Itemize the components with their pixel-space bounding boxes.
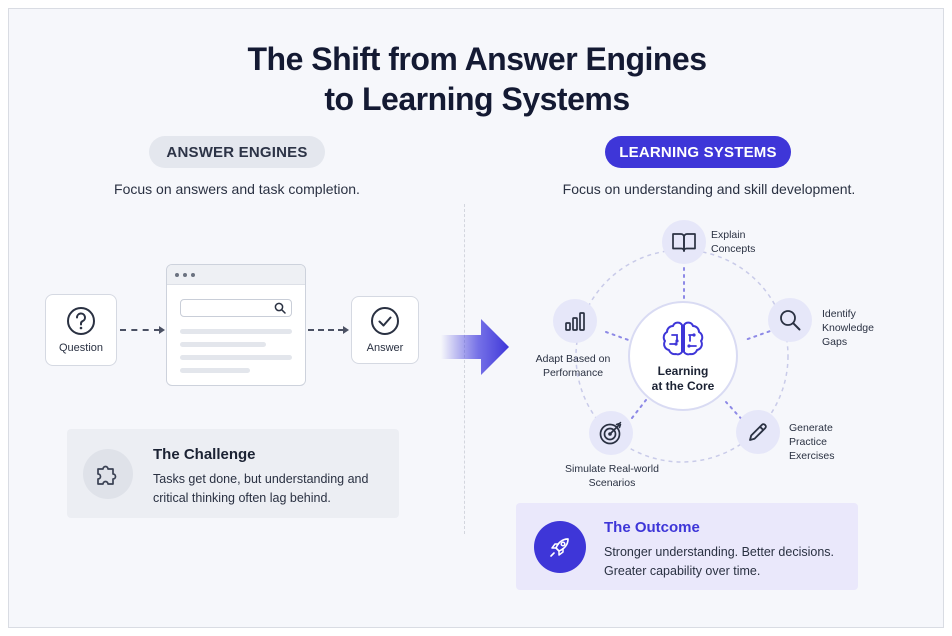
rocket-icon <box>550 538 569 557</box>
label-line: Performance <box>542 367 604 379</box>
browser-window <box>166 264 306 386</box>
core-label-line-2: at the Core <box>651 378 715 393</box>
brain-icon <box>662 321 704 355</box>
label-line: Scenarios <box>588 477 636 489</box>
answer-node: Answer <box>351 296 419 364</box>
question-to-browser-arrow <box>120 329 160 331</box>
puzzle-icon <box>97 465 117 485</box>
learning-systems-pill: LEARNING SYSTEMS <box>605 136 791 168</box>
outcome-text: Stronger understanding. Better decisions… <box>604 545 834 578</box>
title-line-1: The Shift from Answer Engines <box>247 41 707 77</box>
adapt-performance-label: Adapt Based on Performance <box>519 352 627 380</box>
label-line: Simulate Real-world <box>565 463 659 475</box>
page-title: The Shift from Answer Engines to Learnin… <box>9 39 943 119</box>
label-line: Gaps <box>822 336 848 348</box>
identify-gaps-label: Identify Knowledge Gaps <box>822 307 874 349</box>
window-dot <box>191 272 195 277</box>
simulate-scenarios-node <box>589 411 633 455</box>
outcome-heading: The Outcome <box>604 519 700 536</box>
question-icon <box>67 307 95 335</box>
outcome-icon-circle <box>534 521 586 573</box>
learning-systems-subtitle: Focus on understanding and skill develop… <box>562 181 856 197</box>
result-line <box>180 368 250 373</box>
label-line: Concepts <box>711 243 756 255</box>
result-line <box>180 355 292 360</box>
question-label: Question <box>58 342 104 354</box>
title-line-2: to Learning Systems <box>324 81 630 117</box>
label-line: Explain <box>711 229 746 241</box>
core-label-line-1: Learning <box>657 363 709 378</box>
explain-concepts-label: Explain Concepts <box>711 228 755 256</box>
window-dot <box>183 272 187 277</box>
bar-chart-icon <box>565 312 585 331</box>
pencil-icon <box>749 423 767 441</box>
challenge-icon-circle <box>83 449 133 499</box>
label-line: Knowledge <box>822 322 874 334</box>
generate-exercises-node <box>736 410 780 454</box>
answer-engines-subtitle: Focus on answers and task completion. <box>114 181 360 197</box>
magnifier-icon <box>780 310 801 331</box>
answer-engines-pill: ANSWER ENGINES <box>149 136 325 168</box>
identify-gaps-node <box>768 298 812 342</box>
result-line <box>180 329 292 334</box>
learning-core-node: Learning at the Core <box>628 301 738 411</box>
answer-label: Answer <box>366 342 404 354</box>
browser-to-answer-arrow <box>308 329 344 331</box>
column-divider <box>464 204 465 534</box>
adapt-performance-node <box>553 299 597 343</box>
browser-search-box <box>180 299 292 317</box>
book-icon <box>672 233 696 252</box>
label-line: Exercises <box>789 450 835 462</box>
result-line <box>180 342 266 347</box>
generate-exercises-label: Generate Practice Exercises <box>789 421 835 463</box>
arrowhead <box>343 326 349 334</box>
challenge-card: The Challenge Tasks get done, but unders… <box>67 429 399 518</box>
browser-titlebar <box>167 265 305 285</box>
challenge-heading: The Challenge <box>153 446 256 463</box>
label-line: Practice <box>789 436 827 448</box>
label-line: Adapt Based on <box>535 353 611 365</box>
question-node: Question <box>45 294 117 366</box>
window-dot <box>175 272 179 277</box>
transition-arrow-icon <box>441 319 509 375</box>
outcome-card: The Outcome Stronger understanding. Bett… <box>516 503 858 590</box>
label-line: Generate <box>789 422 833 434</box>
check-circle-icon <box>371 307 399 335</box>
label-line: Identify <box>822 308 856 320</box>
simulate-scenarios-label: Simulate Real-world Scenarios <box>556 462 668 490</box>
arrowhead <box>159 326 165 334</box>
search-icon <box>274 302 286 314</box>
explain-concepts-node <box>662 220 706 264</box>
challenge-text: Tasks get done, but understanding and cr… <box>153 472 369 505</box>
target-icon <box>599 421 622 445</box>
infographic-frame: The Shift from Answer Engines to Learnin… <box>8 8 944 628</box>
